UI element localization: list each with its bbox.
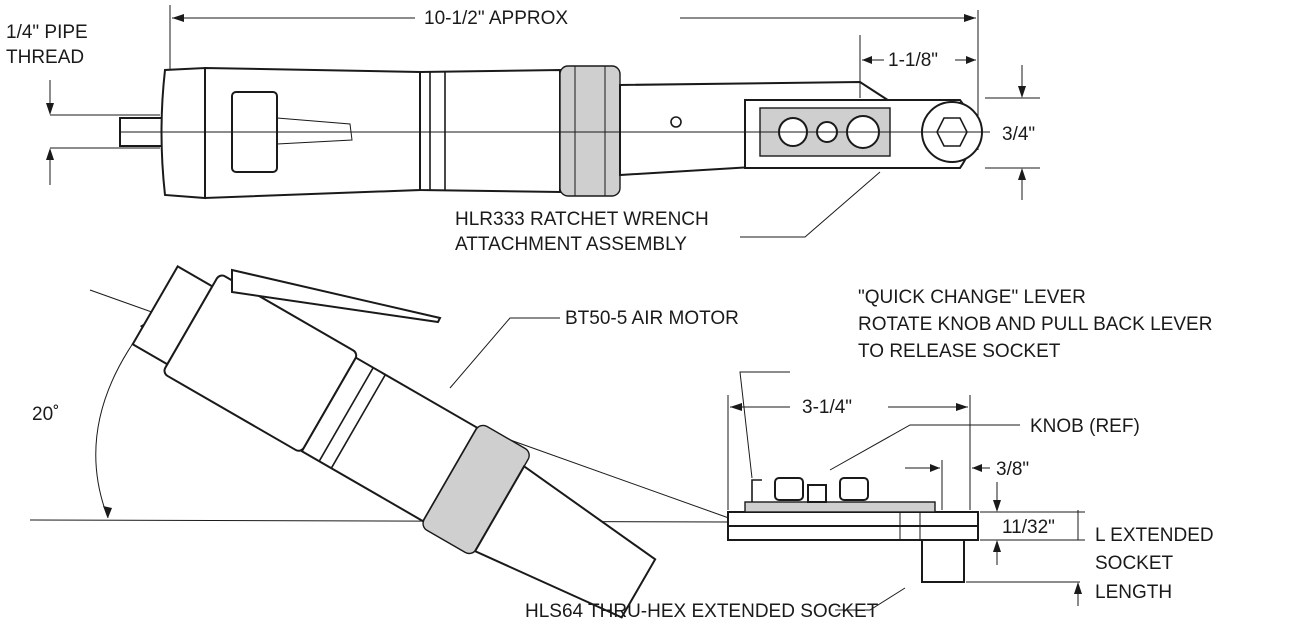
clamp-nut [559,65,621,197]
arrowhead [862,56,872,64]
screw-head-1 [774,477,804,501]
label-extended-1: L EXTENDED [1095,525,1214,546]
quick-change-lever [751,479,762,502]
arrowhead [972,464,982,472]
head-plate-bottom [727,525,979,541]
arrowhead [172,14,184,22]
throttle-lever [231,268,442,324]
label-socket-offset: 3/8" [996,459,1029,480]
air-motor-body [131,264,657,619]
label-socket: HLS64 THRU-HEX EXTENDED SOCKET [525,601,879,622]
label-quick-change-3: TO RELEASE SOCKET [858,341,1061,362]
screw-head-2 [839,477,869,501]
label-knob: KNOB (REF) [1030,416,1140,437]
label-air-motor: BT50-5 AIR MOTOR [565,308,739,329]
label-head-height: 3/4" [1002,124,1035,145]
ratchet-neck [473,464,657,619]
arrowhead [1074,582,1082,594]
arrowhead [46,148,54,160]
label-quick-change-2: ROTATE KNOB AND PULL BACK LEVER [858,314,1212,335]
housing-band [318,367,374,462]
arrowhead [103,506,112,518]
arrowhead [964,14,976,22]
end-cap [160,66,206,200]
arrowhead [730,403,742,411]
label-head-offset: 1-1/8" [888,50,938,71]
leader-quick-change [739,371,790,479]
label-overall-length: 10-1/2" APPROX [424,8,568,29]
housing-band [330,374,387,469]
label-attachment-1: HLR333 RATCHET WRENCH [455,209,709,230]
arrowhead [1018,86,1026,98]
leader-socket [835,587,906,611]
grease-fitting [670,116,682,128]
label-pipe-thread-1: 1/4" PIPE [6,22,88,43]
label-quick-change-1: "QUICK CHANGE" LEVER [858,287,1086,308]
label-extended-2: SOCKET [1095,553,1174,574]
arrowhead [1018,168,1026,180]
arrowhead [993,540,1001,552]
label-attachment-2: ATTACHMENT ASSEMBLY [455,234,687,255]
motor-housing-center [419,68,561,194]
label-pipe-thread-2: THREAD [6,47,84,68]
knob [807,484,827,503]
label-extended-3: LENGTH [1095,582,1172,603]
label-head-length: 3-1/4" [802,397,852,418]
label-angle: 20˚ [32,404,59,425]
arrowhead [930,464,940,472]
label-plate-thickness: 11/32" [1002,517,1055,538]
arrowhead [956,403,968,411]
head-cover [744,501,936,513]
leader-knob [829,424,1020,471]
leader-air-motor [449,317,560,389]
head-plate-top [727,511,979,527]
arrowhead [966,56,976,64]
baseline [29,519,731,523]
arrowhead [993,500,1001,512]
side-view [29,264,1085,619]
top-view [46,5,1040,238]
leader-attachment [740,171,881,238]
extended-socket [921,539,965,583]
arrowhead [46,103,54,115]
